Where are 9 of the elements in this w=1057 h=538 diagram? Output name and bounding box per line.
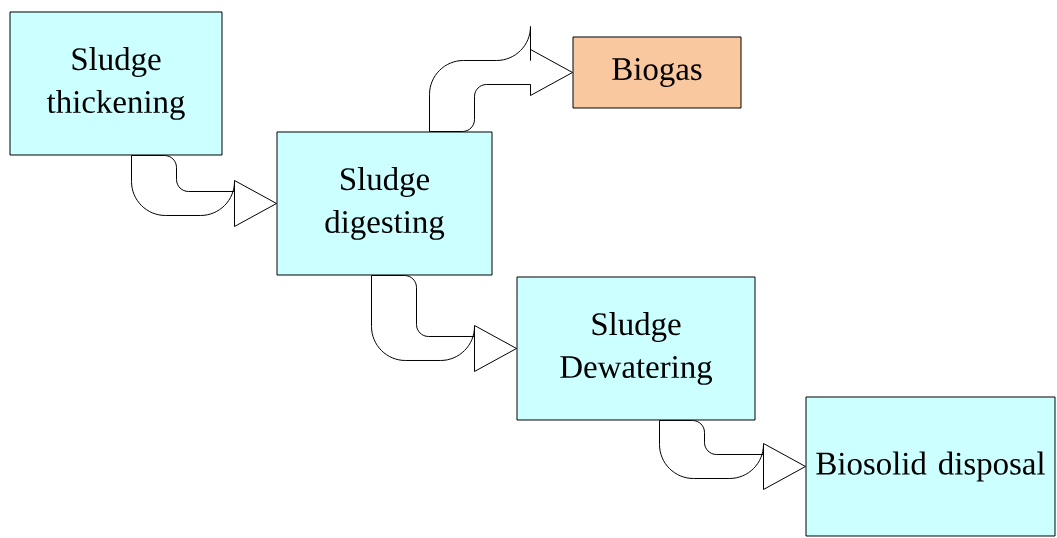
block-arrow [659, 420, 806, 490]
process-box: Sludge thickening [9, 11, 223, 156]
block-arrow [131, 155, 277, 227]
process-box: Sludge digesting [276, 131, 493, 276]
process-box: Biogas [572, 36, 742, 109]
block-arrow [429, 26, 573, 132]
process-box: Biosolid disposal [805, 396, 1056, 537]
block-arrow [371, 275, 517, 372]
process-box: Sludge Dewatering [516, 276, 756, 421]
